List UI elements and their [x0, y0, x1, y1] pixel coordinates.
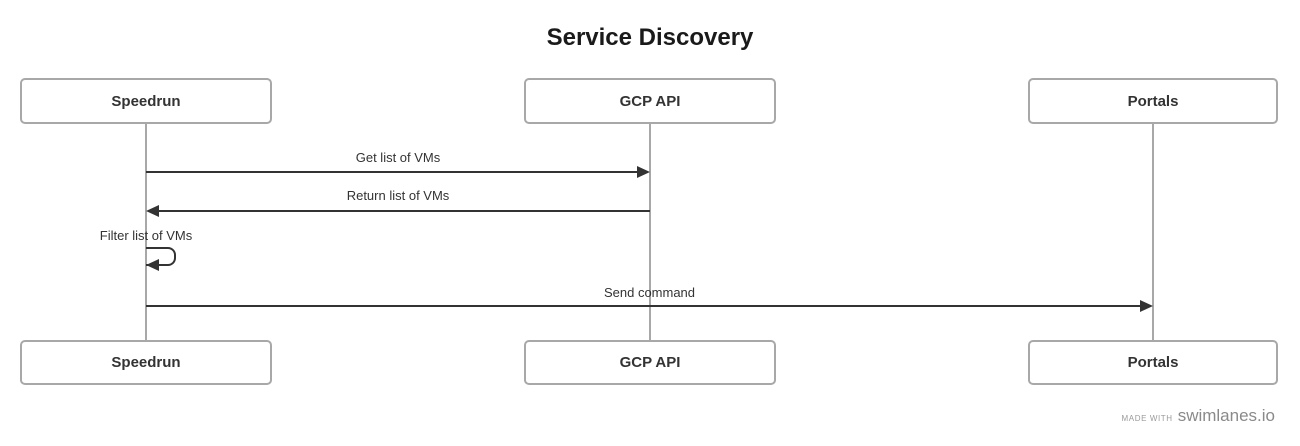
- lifeline-portals: [1152, 124, 1154, 340]
- actor-bottom-portals: Portals: [1028, 340, 1278, 385]
- diagram-title: Service Discovery: [546, 24, 754, 51]
- actor-bottom-gcp-api: GCP API: [524, 340, 776, 385]
- actor-top-speedrun: Speedrun: [20, 78, 272, 124]
- actor-top-portals: Portals: [1028, 78, 1278, 124]
- made-with-label: MADE WITH: [1121, 414, 1173, 423]
- actor-top-gcp-api: GCP API: [524, 78, 776, 124]
- footer-attribution: MADE WITH swimlanes.io: [1122, 406, 1276, 426]
- message-1-line: [146, 171, 637, 173]
- lifeline-gcp-api: [649, 124, 651, 340]
- message-3-label: Filter list of VMs: [99, 228, 193, 243]
- message-1-arrowhead-icon: [637, 166, 650, 178]
- lifeline-speedrun: [145, 124, 147, 340]
- actor-bottom-speedrun: Speedrun: [20, 340, 272, 385]
- message-2-label: Return list of VMs: [346, 188, 450, 203]
- message-4-arrowhead-icon: [1140, 300, 1153, 312]
- message-3-self-loop: [146, 247, 176, 266]
- message-2-arrowhead-icon: [146, 205, 159, 217]
- swimlanes-brand-link[interactable]: swimlanes.io: [1177, 406, 1275, 425]
- message-2-line: [159, 210, 650, 212]
- message-3-arrowhead-icon: [146, 259, 159, 271]
- message-4-line: [146, 305, 1140, 307]
- message-1-label: Get list of VMs: [355, 150, 441, 165]
- message-4-label: Send command: [603, 285, 696, 300]
